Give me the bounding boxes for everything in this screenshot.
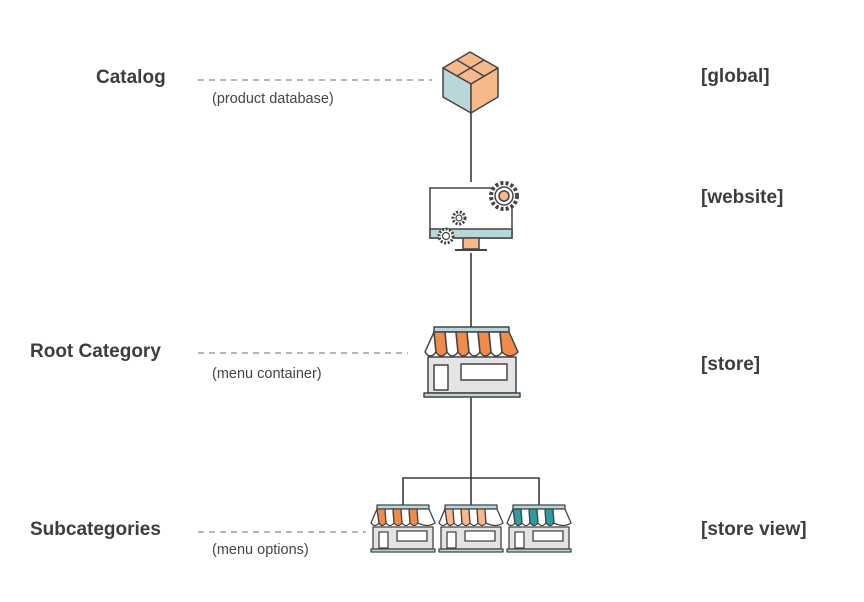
- catalog-note: (product database): [212, 91, 334, 107]
- box-icon: [442, 51, 499, 114]
- scope-website: [website]: [701, 187, 784, 208]
- scope-store-view: [store view]: [701, 519, 807, 540]
- store-icon: [506, 504, 572, 553]
- store-icon: [423, 326, 521, 398]
- root-category-note: (menu container): [212, 366, 322, 382]
- store-icon: [438, 504, 504, 553]
- tree-branch: [402, 477, 540, 505]
- subcategories-label: Subcategories: [30, 519, 161, 540]
- subcategories-note: (menu options): [212, 542, 309, 558]
- root-category-label: Root Category: [30, 341, 161, 362]
- monitor-gears-icon: [429, 181, 519, 251]
- scope-store: [store]: [701, 354, 761, 375]
- store-icon: [370, 504, 436, 553]
- scope-global: [global]: [701, 66, 770, 87]
- catalog-label: Catalog: [96, 67, 166, 88]
